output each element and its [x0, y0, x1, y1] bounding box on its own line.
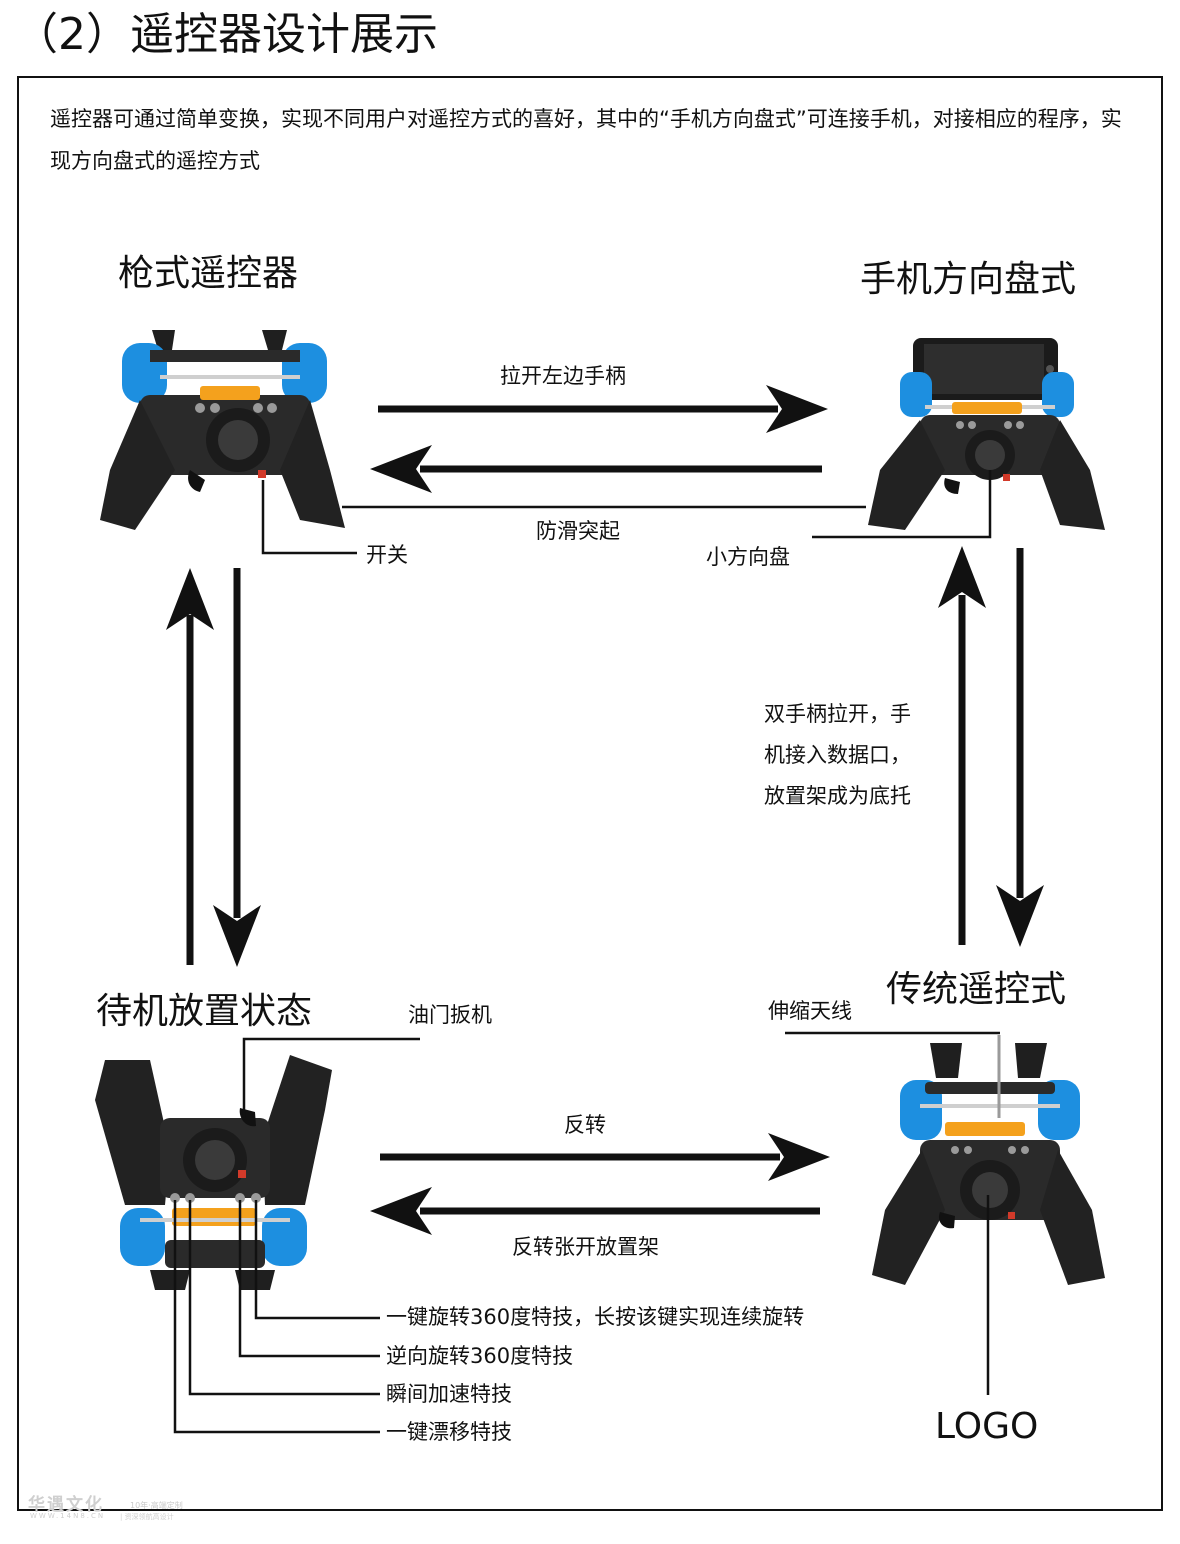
arrow-phone-to-traditional: [996, 548, 1044, 947]
callout-anti-slip: 防滑突起: [536, 519, 620, 543]
leader-button-drift: [173, 1200, 380, 1434]
leader-mini-wheel: [812, 470, 992, 539]
traditional-remote-image: [872, 1035, 1105, 1285]
callout-button-spin: 一键旋转360度特技，长按该键实现连续旋转: [386, 1305, 805, 1329]
standby-remote-image: [95, 1055, 332, 1290]
label-traditional-to-standby: 反转张开放置架: [512, 1235, 659, 1259]
arrow-standby-to-traditional: [380, 1133, 830, 1181]
phone-wheel-remote-image: [868, 338, 1105, 530]
watermark-url: WWW.14N8.CN: [30, 1512, 106, 1520]
state-title-phone-wheel: 手机方向盘式: [860, 259, 1077, 300]
arrow-gun-to-standby: [213, 568, 261, 967]
watermark-tagline: 10年·高端定制: [130, 1501, 183, 1510]
label-phone-to-traditional-2: 机接入数据口，: [764, 743, 911, 767]
state-title-traditional: 传统遥控式: [886, 969, 1067, 1010]
arrow-traditional-to-standby: [370, 1187, 820, 1235]
label-standby-to-traditional: 反转: [564, 1113, 606, 1137]
callout-logo: LOGO: [935, 1406, 1039, 1447]
arrow-gun-to-phone: [378, 385, 828, 433]
leader-button-reverse-spin: [238, 1200, 380, 1358]
callout-throttle-trigger: 油门扳机: [408, 1003, 492, 1027]
callout-button-boost: 瞬间加速特技: [386, 1382, 512, 1406]
callout-power-switch: 开关: [366, 543, 408, 567]
label-gun-to-phone: 拉开左边手柄: [500, 364, 626, 388]
arrow-standby-to-gun: [166, 568, 214, 965]
label-phone-to-traditional-3: 放置架成为底托: [764, 784, 911, 808]
callout-mini-wheel: 小方向盘: [706, 545, 790, 569]
leader-button-boost: [188, 1200, 380, 1396]
leader-power-switch: [261, 480, 357, 555]
gun-remote-image: [100, 330, 345, 530]
callout-telescopic-antenna: 伸缩天线: [768, 999, 852, 1023]
content-frame: [17, 76, 1163, 1511]
arrow-phone-to-gun: [370, 445, 822, 493]
callout-button-drift: 一键漂移特技: [386, 1420, 512, 1444]
label-phone-to-traditional-1: 双手柄拉开，手: [764, 702, 911, 726]
intro-text: 遥控器可通过简单变换，实现不同用户对遥控方式的喜好，其中的“手机方向盘式”可连接…: [50, 107, 1122, 173]
page-title: （2）遥控器设计展示: [14, 9, 438, 60]
callout-button-reverse-spin: 逆向旋转360度特技: [386, 1344, 574, 1368]
watermark-subline: | 资深领航高设计: [120, 1513, 174, 1521]
leader-throttle-trigger: [242, 1037, 420, 1118]
arrow-traditional-to-phone: [938, 546, 986, 945]
watermark-brand: 华遇文化: [28, 1495, 104, 1515]
leader-button-spin: [254, 1200, 380, 1320]
state-title-gun: 枪式遥控器: [118, 253, 299, 294]
state-title-standby: 待机放置状态: [96, 991, 313, 1032]
